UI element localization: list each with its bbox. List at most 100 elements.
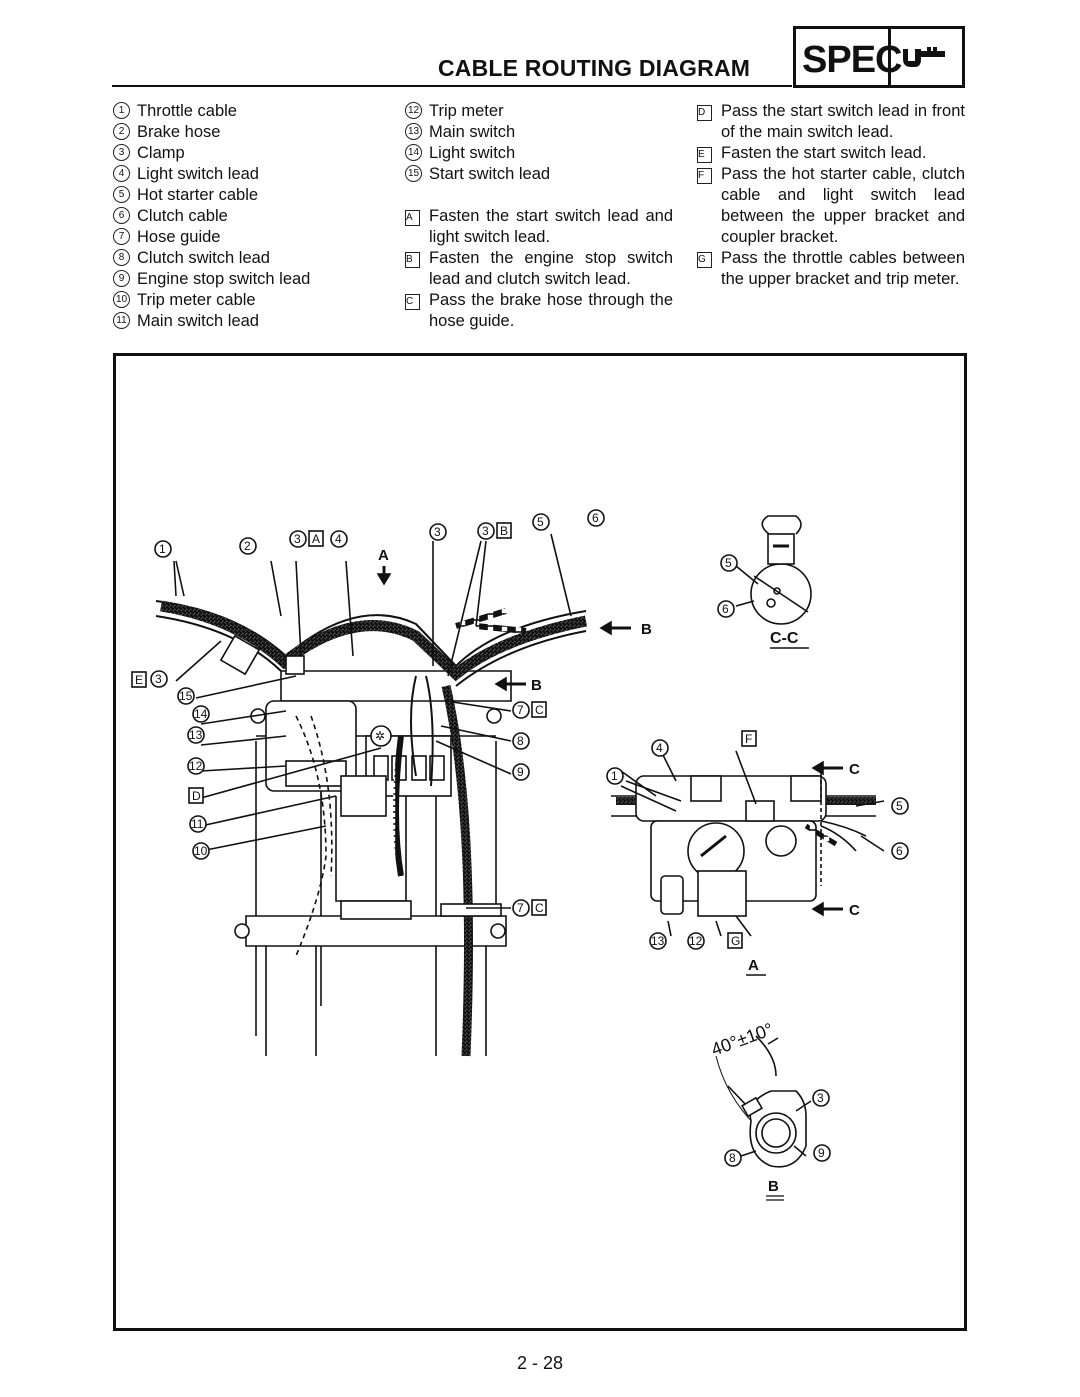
legend-note-text: Pass the brake hose through the hose gui… [429, 291, 673, 330]
legend-item-label: Hot starter cable [137, 186, 259, 204]
legend-letter-badge: G [697, 252, 712, 268]
legend-item-label: Trip meter [429, 102, 504, 120]
legend-item-label: Light switch [429, 144, 516, 162]
svg-text:E: E [135, 673, 143, 687]
legend-item: 11 Main switch lead [113, 311, 383, 332]
legend-note: D Pass the start switch lead in front of … [697, 101, 965, 143]
legend-number-badge: 9 [113, 270, 130, 288]
legend-number-badge: 3 [113, 144, 130, 162]
legend-item-label: Clamp [137, 144, 185, 162]
legend-letter-badge: C [405, 294, 420, 310]
legend-item-label: Clutch switch lead [137, 249, 270, 267]
svg-text:1: 1 [611, 769, 618, 783]
svg-text:15: 15 [179, 689, 193, 703]
legend-number-badge: 1 [113, 102, 130, 120]
legend-item: 8 Clutch switch lead [113, 248, 383, 269]
legend-item-label: Trip meter cable [137, 291, 256, 309]
main-view: ✲ [155, 533, 631, 1057]
svg-text:11: 11 [191, 817, 204, 831]
legend-letter-badge: A [405, 210, 420, 226]
legend-note-text: Pass the start switch lead in front of t… [721, 102, 965, 141]
legend-item-label: Main switch lead [137, 312, 259, 330]
svg-text:6: 6 [896, 844, 903, 858]
svg-text:8: 8 [517, 734, 524, 748]
legend-note-text: Fasten the start switch lead and light s… [429, 207, 673, 246]
legend-number-badge: 7 [113, 228, 130, 246]
legend-number-badge: 11 [113, 312, 130, 330]
header-rule [112, 85, 792, 87]
legend-number-badge: 5 [113, 186, 130, 204]
legend-number-badge: 8 [113, 249, 130, 267]
legend-note-text: Pass the throttle cables between the upp… [721, 249, 965, 288]
legend-item: 10 Trip meter cable [113, 290, 383, 311]
legend-item-label: Clutch cable [137, 207, 228, 225]
view-label-c-bottom: C [849, 902, 860, 919]
legend-item: 7 Hose guide [113, 227, 383, 248]
svg-text:2: 2 [244, 539, 251, 553]
legend-note-text: Fasten the engine stop switch lead and c… [429, 249, 673, 288]
caliper-icon [903, 47, 945, 67]
legend-item-label: Light switch lead [137, 165, 259, 183]
svg-text:✲: ✲ [375, 729, 385, 743]
legend-number-badge: 15 [405, 165, 422, 183]
legend-item: 5 Hot starter cable [113, 185, 383, 206]
legend-number-badge: 10 [113, 291, 130, 309]
legend-item: 3 Clamp [113, 143, 383, 164]
svg-text:12: 12 [189, 759, 203, 773]
legend-item: 6 Clutch cable [113, 206, 383, 227]
view-label-b: B [768, 1178, 779, 1195]
svg-text:A: A [312, 532, 320, 546]
page-title: CABLE ROUTING DIAGRAM [438, 55, 751, 81]
view-label-cc: C-C [770, 630, 799, 647]
svg-text:4: 4 [656, 741, 663, 755]
spec-divider [888, 29, 891, 85]
view-label-b-arrow-2: B [531, 677, 542, 694]
legend-item: 14 Light switch [405, 143, 673, 164]
svg-text:7: 7 [517, 901, 524, 915]
svg-text:3: 3 [817, 1091, 824, 1105]
view-a [611, 750, 885, 937]
svg-text:4: 4 [335, 532, 342, 546]
legend-item-label: Hose guide [137, 228, 221, 246]
legend-number-badge: 2 [113, 123, 130, 141]
legend-number-badge: 6 [113, 207, 130, 225]
legend-number-badge: 14 [405, 144, 422, 162]
legend-column-3: D Pass the start switch lead in front of … [697, 101, 965, 290]
svg-text:G: G [731, 934, 740, 948]
svg-text:9: 9 [517, 765, 524, 779]
handlebar-illustration: ✲ 1 2 3 A 4 3 3 B [131, 509, 909, 1201]
svg-text:9: 9 [818, 1146, 825, 1160]
view-label-c-top: C [849, 761, 860, 778]
legend-item-label: Main switch [429, 123, 516, 141]
legend-letter-badge: D [697, 105, 712, 121]
view-label-b-arrow: B [641, 621, 652, 638]
svg-text:3: 3 [294, 532, 301, 546]
svg-text:5: 5 [537, 515, 544, 529]
section-cc-view [735, 515, 812, 625]
legend-item-label: Brake hose [137, 123, 221, 141]
svg-text:C: C [535, 901, 544, 915]
legend-item: 2 Brake hose [113, 122, 383, 143]
svg-text:6: 6 [592, 511, 599, 525]
legend-item-label: Throttle cable [137, 102, 237, 120]
svg-text:1: 1 [159, 542, 166, 556]
svg-text:6: 6 [722, 602, 729, 616]
legend-letter-badge: E [697, 147, 712, 163]
svg-text:F: F [745, 732, 752, 746]
cable-routing-figure: ✲ 1 2 3 A 4 3 3 B [113, 353, 967, 1331]
angle-label: 40°±10° [709, 1019, 776, 1060]
legend-note-text: Pass the hot starter cable, clutch cable… [721, 165, 965, 246]
legend-item-label: Engine stop switch lead [137, 270, 311, 288]
legend-number-badge: 13 [405, 123, 422, 141]
view-label-a-arrow: A [378, 547, 389, 564]
legend-note: C Pass the brake hose through the hose gu… [405, 290, 673, 332]
svg-text:D: D [192, 789, 201, 803]
svg-text:13: 13 [189, 728, 203, 742]
